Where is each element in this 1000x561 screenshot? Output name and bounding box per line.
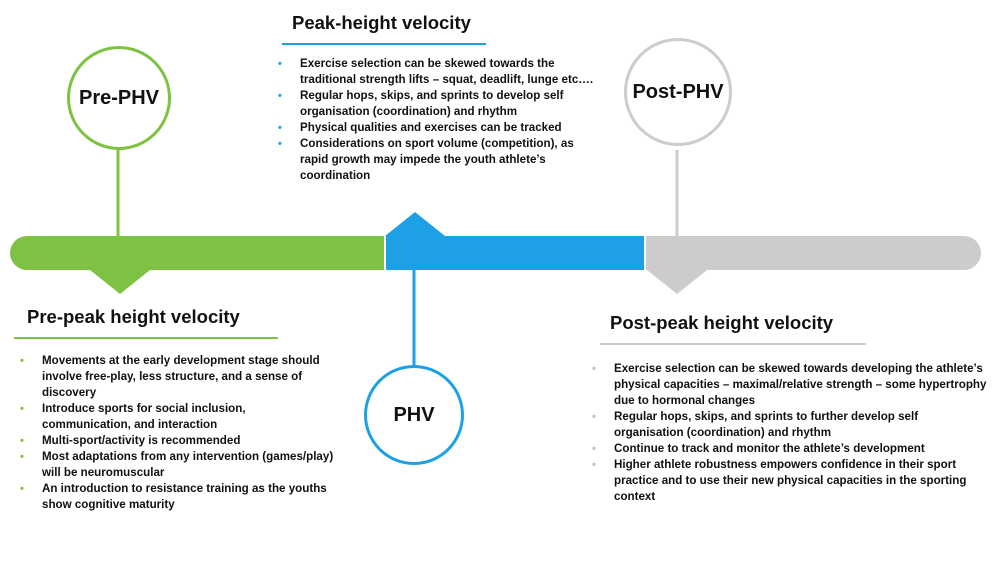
timeline-segment-pre [10, 236, 384, 270]
pre-heading-underline [14, 337, 278, 339]
timeline-segment-post [646, 236, 981, 270]
pre-heading: Pre-peak height velocity [27, 306, 240, 327]
list-item: Multi-sport/activity is recommended [16, 433, 334, 449]
peak-heading-underline [282, 43, 486, 45]
post-phv-label: Post-PHV [632, 80, 724, 103]
post-bullet-list: Exercise selection can be skewed towards… [588, 361, 988, 505]
post-pointer-triangle [647, 270, 707, 294]
post-heading-underline [600, 343, 866, 345]
list-item: Exercise selection can be skewed towards… [588, 361, 988, 409]
post-phv-circle: Post-PHV [624, 38, 732, 146]
peak-heading: Peak-height velocity [292, 12, 471, 33]
pre-phv-circle: Pre-PHV [67, 46, 171, 150]
timeline-segment-phv [386, 236, 644, 270]
list-item: Introduce sports for social inclusion, c… [16, 401, 334, 433]
pre-pointer-triangle [90, 270, 150, 294]
list-item: Movements at the early development stage… [16, 353, 334, 401]
phv-circle: PHV [364, 365, 464, 465]
phv-label: PHV [393, 403, 435, 426]
list-item: Higher athlete robustness empowers confi… [588, 457, 988, 505]
post-heading: Post-peak height velocity [610, 312, 834, 333]
peak-bullet-list: Exercise selection can be skewed towards… [274, 56, 594, 184]
phv-pointer-triangle [385, 212, 445, 236]
list-item: An introduction to resistance training a… [16, 481, 334, 513]
list-item: Physical qualities and exercises can be … [274, 120, 594, 136]
pre-phv-label: Pre-PHV [78, 86, 160, 109]
list-item: Most adaptations from any intervention (… [16, 449, 334, 481]
list-item: Regular hops, skips, and sprints to furt… [588, 409, 988, 441]
list-item: Exercise selection can be skewed towards… [274, 56, 594, 88]
list-item: Regular hops, skips, and sprints to deve… [274, 88, 594, 120]
list-item: Considerations on sport volume (competit… [274, 136, 594, 184]
pre-bullet-list: Movements at the early development stage… [16, 353, 334, 513]
list-item: Continue to track and monitor the athlet… [588, 441, 988, 457]
